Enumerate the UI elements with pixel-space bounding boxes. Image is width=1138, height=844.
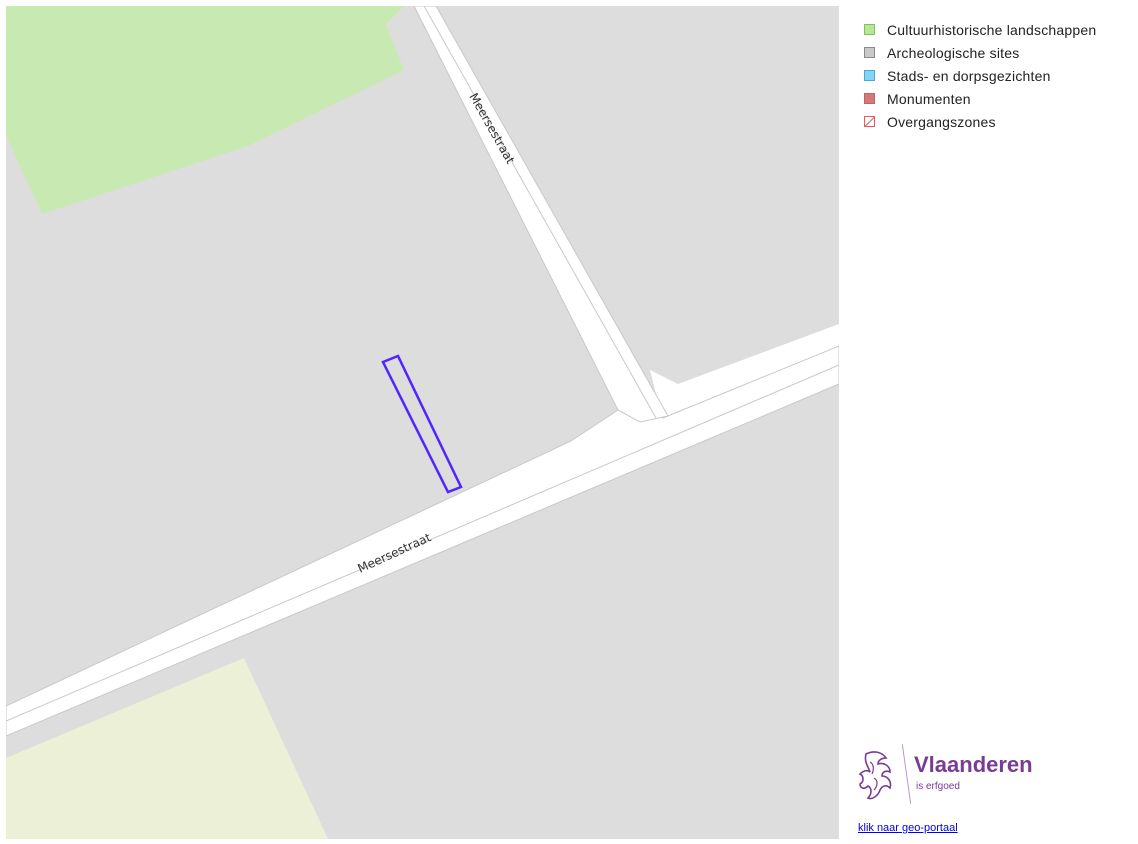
road-junction-area bbox=[650, 324, 839, 418]
road-north-centerline bbox=[423, 5, 657, 419]
legend-item-townscapes: Stads- en dorpsgezichten bbox=[864, 64, 1096, 87]
selected-parcel[interactable] bbox=[381, 354, 463, 494]
legend-item-landscapes: Cultuurhistorische landschappen bbox=[864, 18, 1096, 41]
blue-square-icon bbox=[864, 70, 875, 81]
logo-brand: Vlaanderen bbox=[914, 752, 1033, 777]
legend-label: Stads- en dorpsgezichten bbox=[887, 67, 1051, 84]
legend: Cultuurhistorische landschappen Archeolo… bbox=[864, 18, 1096, 133]
park-area bbox=[6, 6, 404, 214]
map-view[interactable]: Meersestraat Meersestraat bbox=[5, 5, 840, 839]
farmland-area bbox=[6, 658, 328, 839]
legend-item-archaeology: Archeologische sites bbox=[864, 41, 1096, 64]
legend-label: Overgangszones bbox=[887, 113, 996, 130]
geo-portal-link[interactable]: klik naar geo-portaal bbox=[858, 822, 958, 834]
vlaanderen-logo: Vlaanderen is erfgoed bbox=[856, 742, 1036, 808]
legend-label: Archeologische sites bbox=[887, 44, 1020, 61]
logo-tagline: is erfgoed bbox=[916, 781, 960, 792]
legend-label: Monumenten bbox=[887, 90, 971, 107]
road-centerline bbox=[5, 364, 840, 722]
grey-square-icon bbox=[864, 47, 875, 58]
legend-item-monuments: Monumenten bbox=[864, 87, 1096, 110]
green-square-icon bbox=[864, 24, 875, 35]
road-meersestraat-main bbox=[5, 345, 840, 737]
red-square-icon bbox=[864, 93, 875, 104]
legend-item-transition-zones: Overgangszones bbox=[864, 110, 1096, 133]
legend-label: Cultuurhistorische landschappen bbox=[887, 21, 1097, 38]
lion-emblem-icon bbox=[858, 751, 892, 800]
map-canvas: Meersestraat Meersestraat bbox=[5, 5, 840, 839]
hatched-red-square-icon bbox=[864, 116, 875, 127]
